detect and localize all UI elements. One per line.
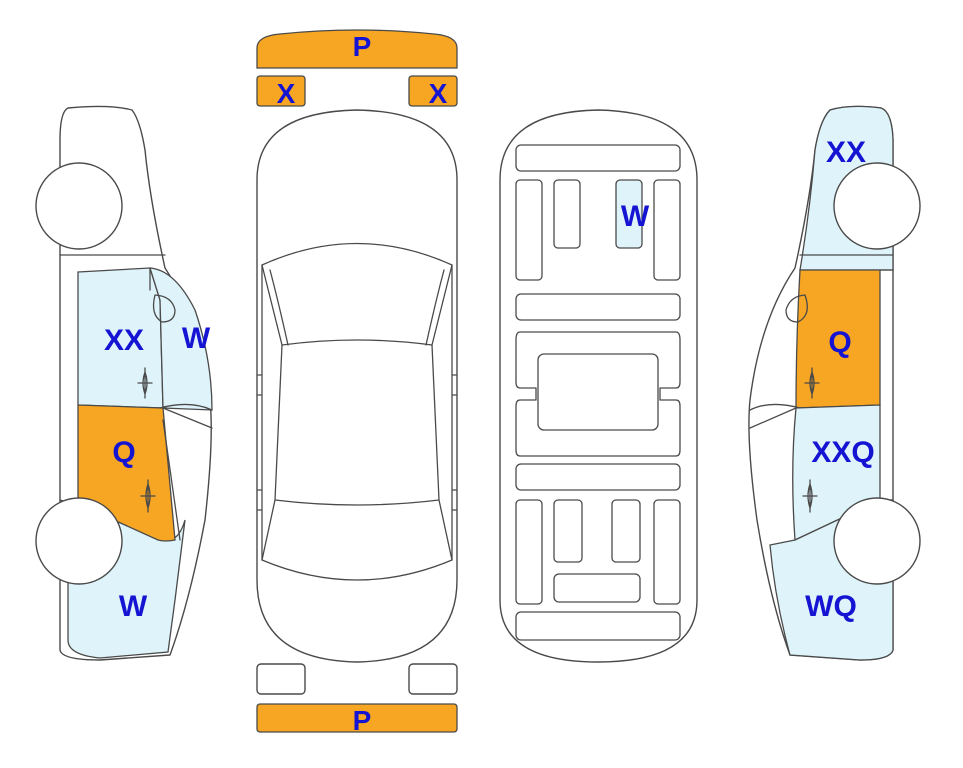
left-headlight-label: X (277, 78, 296, 109)
left-rear-wheel (35, 162, 123, 250)
top-view (256, 29, 458, 733)
damage-labels: P X X P W XX W Q W XX Q XXQ WQ (104, 31, 875, 736)
left-quarter-glass-panel (149, 267, 213, 411)
underside-rear-bar (515, 611, 681, 641)
right-side-detail-lines (749, 254, 894, 501)
underside-body (499, 109, 698, 663)
top-details (257, 264, 457, 561)
underside-marked-panel (615, 179, 643, 249)
right-front-door-label: Q (828, 326, 851, 359)
left-mirror (152, 294, 176, 323)
underside-panel-left-front (553, 179, 581, 249)
underside-rear-plate (553, 573, 641, 603)
left-door-handle-rear (137, 367, 153, 399)
right-rear-door-label: XXQ (811, 436, 874, 469)
front-bumper-panel (256, 29, 458, 69)
left-front-fender-label: W (119, 590, 148, 623)
underside-view (499, 109, 698, 663)
right-front-wheel (833, 162, 921, 250)
underside-front-bar (515, 144, 681, 172)
left-taillight (256, 663, 306, 695)
underside-panel-right-rear (611, 499, 641, 563)
right-rear-wheel (833, 497, 921, 585)
right-headlight-panel (408, 75, 458, 107)
front-bumper-label: P (353, 31, 372, 62)
right-side-view (748, 105, 921, 661)
rear-bumper-panel (256, 703, 458, 733)
underside-rail-left-rear (515, 499, 543, 605)
right-rear-quarter-label: WQ (805, 590, 857, 623)
underside-rail-right-front (653, 179, 681, 281)
right-door-handle-front (804, 367, 820, 399)
top-roof (274, 344, 440, 506)
rear-bumper-label: P (353, 705, 372, 736)
right-headlight-label: X (429, 78, 448, 109)
top-rear-window (261, 499, 453, 581)
underside-rail-right-rear (653, 499, 681, 605)
underside-panel-label: W (621, 200, 650, 233)
underside-center-frame (515, 331, 681, 457)
left-headlight-panel (256, 75, 306, 107)
left-door-handle-front (140, 479, 156, 513)
right-taillight (408, 663, 458, 695)
left-rear-door-label: XX (104, 324, 144, 357)
underside-crossmember-1 (515, 293, 681, 321)
left-quarter-glass-label: W (182, 322, 211, 355)
right-front-fender-label: XX (826, 136, 866, 169)
top-body (256, 109, 458, 663)
left-front-wheel (35, 497, 123, 585)
right-door-handle-rear (802, 479, 818, 513)
left-side-view (35, 105, 213, 661)
underside-rail-left-front (515, 179, 543, 281)
left-front-door-label: Q (112, 436, 135, 469)
underside-crossmember-2 (515, 463, 681, 491)
right-mirror (785, 294, 808, 323)
underside-panel-left-rear (553, 499, 583, 563)
underside-center-plate (537, 353, 659, 431)
